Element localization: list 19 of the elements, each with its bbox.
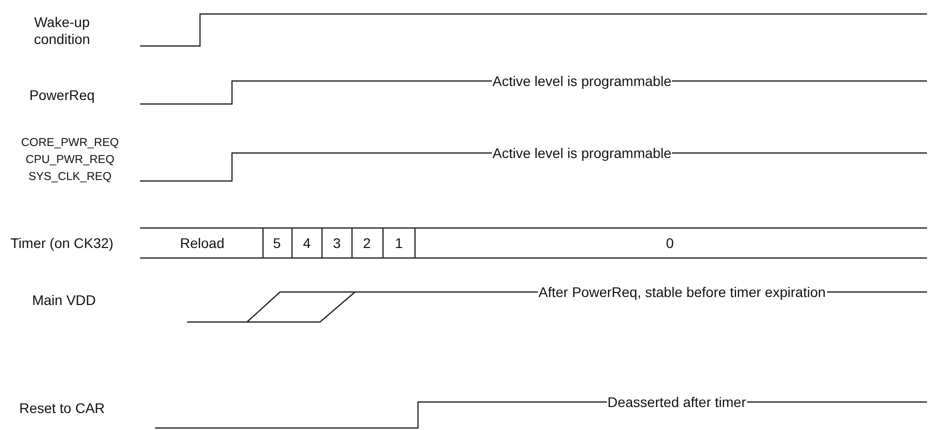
annotation: Active level is programmable <box>492 72 672 90</box>
timer-value: 2 <box>363 234 371 252</box>
signal-name: CORE_PWR_REQ <box>20 136 120 150</box>
timer-value: 3 <box>333 234 341 252</box>
timer-value: 0 <box>666 234 674 252</box>
timer-value: 5 <box>273 234 281 252</box>
timer-value: Reload <box>180 234 224 252</box>
timer-value: 1 <box>395 234 403 252</box>
signal-name: CPU_PWR_REQ <box>24 153 116 167</box>
annotation: Active level is programmable <box>492 144 672 162</box>
signal-name: SYS_CLK_REQ <box>27 170 113 184</box>
annotation: After PowerReq, stable before timer expiration <box>538 284 827 300</box>
signal-name: Wake-up condition <box>32 14 92 48</box>
timer-value: 4 <box>303 234 311 252</box>
signal-name: PowerReq <box>28 86 96 104</box>
signal-name: Timer (on CK32) <box>10 234 114 252</box>
annotation: Deasserted after timer <box>606 394 747 410</box>
signal-name: Reset to CAR <box>18 400 106 416</box>
signal-name: Main VDD <box>31 292 97 308</box>
